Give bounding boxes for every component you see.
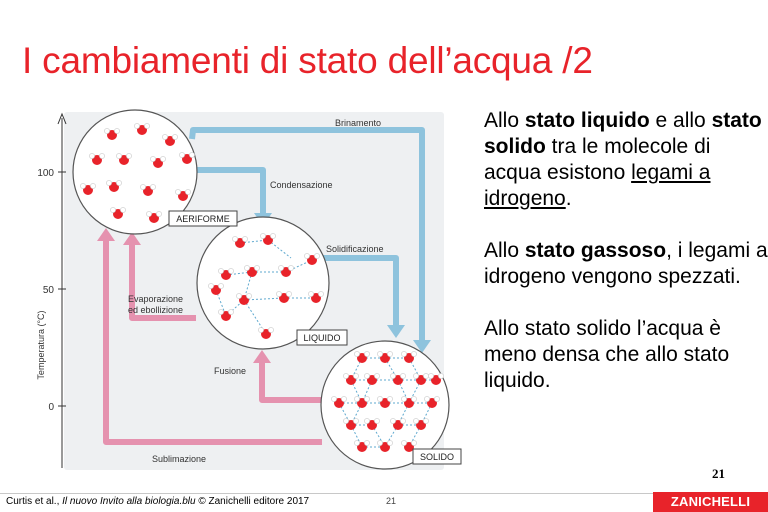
solidification-label: Solidificazione: [326, 244, 384, 254]
gas-state-circle: [72, 109, 198, 235]
evaporation-label-line1: Evaporazione: [128, 294, 183, 304]
temperature-axis: 100 50 0 Temperatura (°C): [36, 112, 67, 468]
liquid-state-box: [296, 329, 348, 346]
tick-label-50: 50: [43, 285, 55, 296]
paragraph-ice-density: Allo stato solido l’acqua è meno densa c…: [484, 317, 730, 392]
solid-state-box: [412, 448, 462, 465]
sublimation-arrowhead: [97, 228, 115, 241]
footer-divider: [0, 493, 768, 494]
liquid-state-label: LIQUIDO: [303, 333, 340, 343]
melting-arrowhead: [253, 350, 271, 363]
deposition-label: Brinamento: [335, 118, 381, 128]
paragraph-gas-state: Allo stato gassoso, i legami a idrogeno …: [484, 239, 768, 288]
evaporation-label-line2: ed ebollizione: [128, 305, 183, 315]
condensation-label: Condensazione: [270, 180, 333, 190]
solid-state-circle: [320, 340, 450, 470]
condensation-arrow: [188, 167, 266, 214]
solidification-arrow: [318, 255, 399, 326]
footer-slide-number: 21: [386, 496, 397, 506]
sublimation-arrow: [103, 240, 322, 445]
evaporation-arrow: [129, 244, 196, 321]
axis-label: Temperatura (°C): [36, 310, 46, 379]
gas-state-box: [168, 210, 238, 227]
states-of-water-diagram: 100 50 0 Temperatura (°C) Brinamento Con…: [36, 109, 462, 470]
solid-state-label: SOLIDO: [420, 452, 454, 462]
paragraph-hydrogen-bonds: Allo stato liquido e allo stato solido t…: [484, 109, 762, 210]
liquid-state-circle: [196, 216, 330, 350]
evaporation-arrowhead: [123, 232, 141, 245]
page-number: 21: [712, 466, 725, 481]
footer-credit: Curtis et al., Il nuovo Invito alla biol…: [6, 496, 310, 507]
melting-label: Fusione: [214, 366, 246, 376]
slide-title: I cambiamenti di stato dell’acqua /2: [22, 40, 593, 81]
publisher-logo: ZANICHELLI: [653, 492, 768, 512]
tick-label-100: 100: [37, 168, 54, 179]
melting-arrow: [259, 362, 332, 403]
deposition-arrowhead: [413, 340, 431, 353]
explanation-text: Allo stato liquido e allo stato solido t…: [484, 108, 768, 420]
sublimation-label: Sublimazione: [152, 454, 206, 464]
tick-label-0: 0: [48, 402, 54, 413]
solidification-arrowhead: [387, 325, 405, 338]
gas-state-label: AERIFORME: [176, 214, 230, 224]
deposition-arrow: [189, 127, 425, 341]
